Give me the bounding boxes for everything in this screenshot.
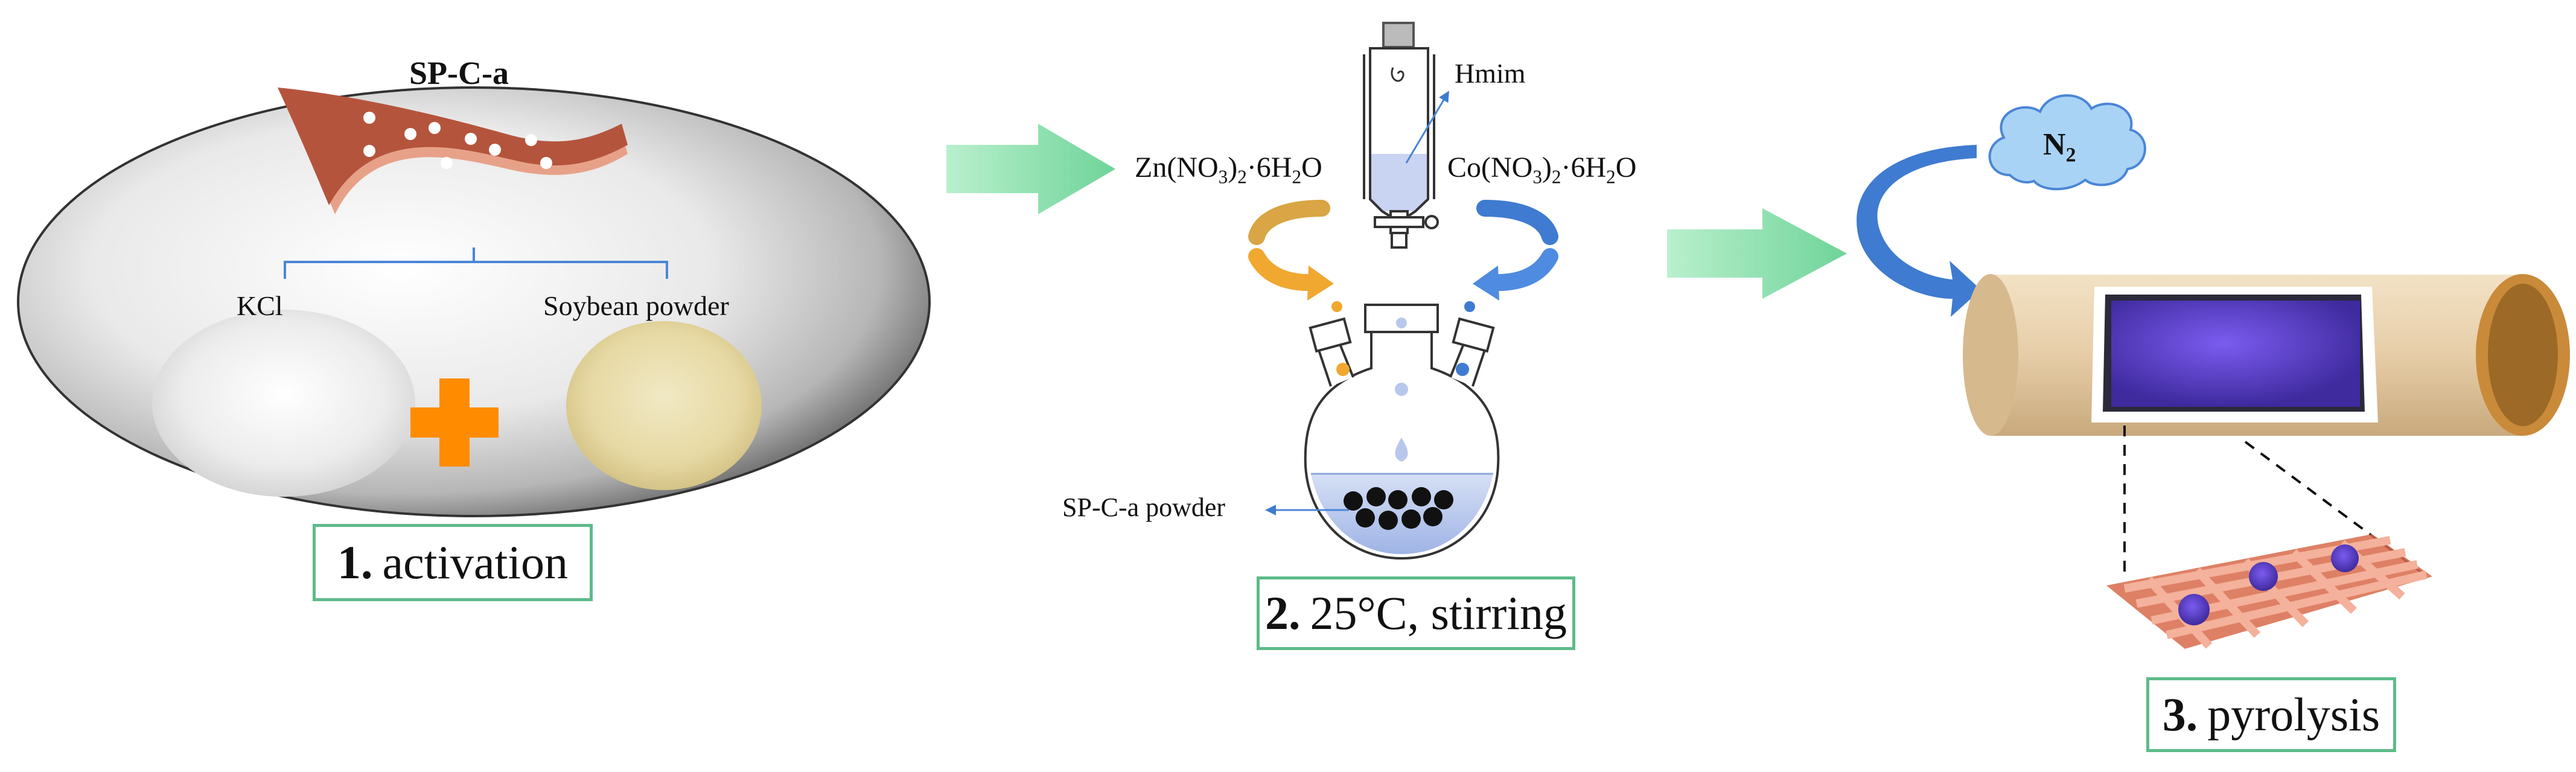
step-3-label: pyrolysis (2207, 688, 2380, 741)
step-2-number: 2. (1264, 587, 1301, 639)
step-2-label: 25°C, stirring (1310, 587, 1567, 639)
sp-c-a-particles (1344, 487, 1453, 530)
plus-icon (410, 378, 499, 467)
reagent-drops (1331, 301, 1475, 462)
carbon-mesh-icon (2106, 534, 2432, 649)
step-3-number: 3. (2162, 688, 2198, 741)
green-arrow-icon (946, 124, 1115, 214)
zn-reagent-label: Zn(NO3)2·6H2O (1135, 152, 1322, 188)
step-1-label: activation (382, 536, 569, 589)
hmim-pointer (1405, 91, 1450, 164)
panel1-title: SP-C-a (409, 55, 509, 91)
powder-label: SP-C-a powder (1062, 493, 1226, 522)
tube-furnace-icon (1963, 274, 2570, 436)
kcl-label: KCl (237, 290, 283, 321)
step-2-box: 2.25°C, stirring (1257, 576, 1575, 650)
step-1-box: 1.activation (313, 524, 593, 601)
hmim-label: Hmim (1455, 58, 1526, 89)
separatory-funnel-icon (1363, 22, 1439, 249)
soybean-label: Soybean powder (543, 290, 729, 321)
purple-sample (2111, 301, 2360, 407)
step-3-box: 3.pyrolysis (2146, 677, 2396, 752)
n2-label: N2 (2043, 127, 2076, 167)
cloud-icon (1988, 94, 2146, 191)
n2-flow-arrow-icon (1857, 145, 1981, 317)
co-reagent-arrow-icon (1473, 200, 1558, 301)
co-reagent-label: Co(NO3)2·6H2O (1447, 152, 1637, 188)
bracket-connector (284, 247, 668, 279)
kcl-powder (152, 310, 415, 497)
soybean-powder (566, 321, 762, 490)
sp-c-a-sheet-icon (278, 88, 628, 214)
green-arrow-icon (1667, 208, 1847, 299)
step-1-number: 1. (337, 536, 373, 589)
zn-reagent-arrow-icon (1248, 200, 1334, 301)
